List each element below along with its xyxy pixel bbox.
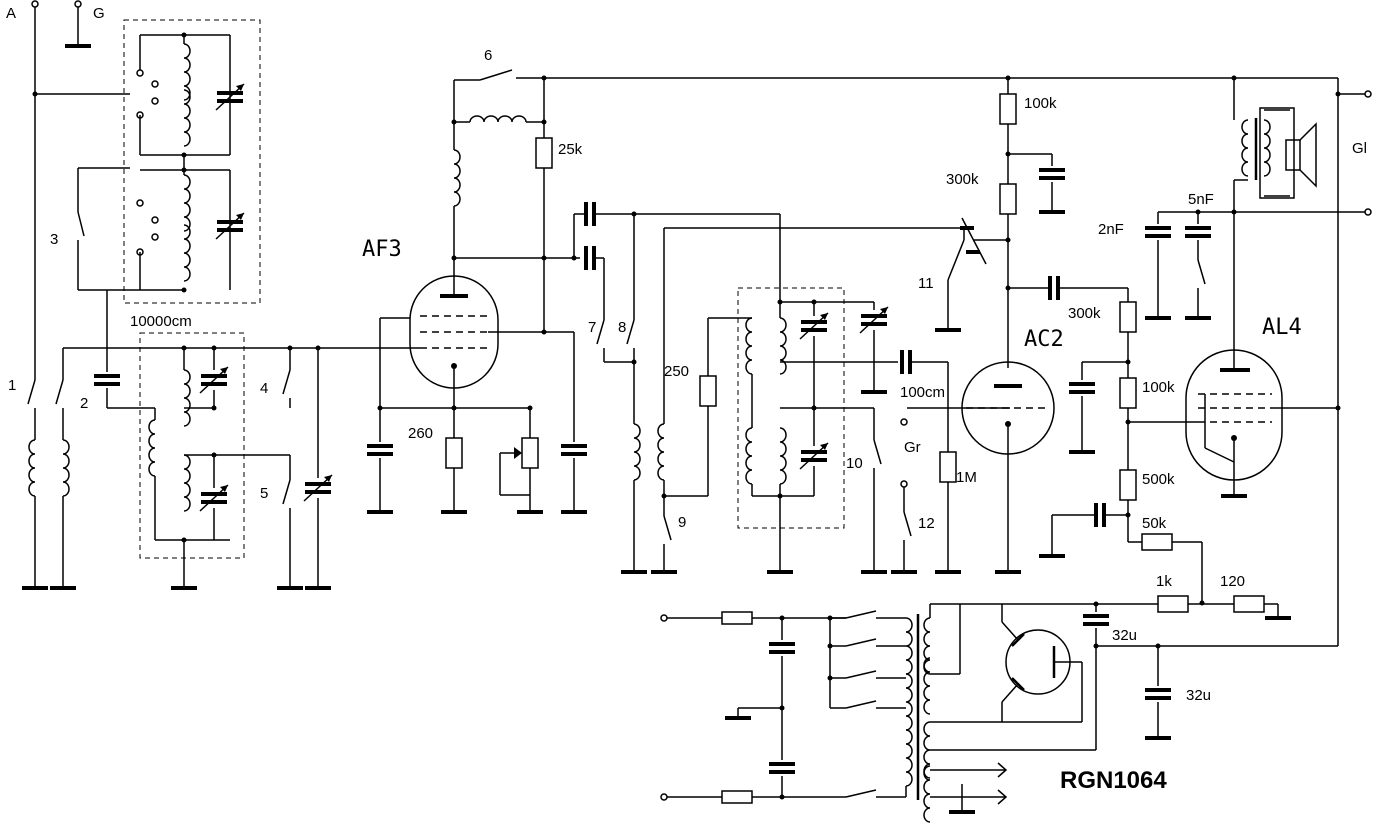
r-500k-label: 500k (1142, 471, 1175, 488)
ground-terminal-label: G (93, 5, 105, 22)
detector-section (596, 214, 1010, 574)
c-100cm-label: 100cm (900, 384, 945, 401)
al4-tube-label: AL4 (1262, 315, 1302, 340)
switch-3-label: 3 (50, 231, 58, 248)
r-25k-label: 25k (558, 141, 583, 158)
c-32u-a-label: 32u (1112, 627, 1137, 644)
switch-1-label: 1 (8, 377, 16, 394)
c-32u-b-label: 32u (1186, 687, 1211, 704)
switch-8-label: 8 (618, 319, 626, 336)
r-300k-top-label: 300k (946, 171, 979, 188)
gl-terminal-label: Gl (1352, 140, 1367, 157)
switch-11-label: 11 (918, 275, 934, 292)
c-2nf-label: 2nF (1098, 221, 1124, 238)
antenna-terminal-label: A (6, 5, 16, 22)
r-300k-mid-label: 300k (1068, 305, 1101, 322)
r-100k-mid-label: 100k (1142, 379, 1175, 396)
r-250-label: 250 (664, 363, 689, 380)
switch-6-label: 6 (484, 47, 492, 64)
ac2-tube-label: AC2 (1024, 327, 1064, 352)
switch-7-label: 7 (588, 319, 596, 336)
ac2-stage (961, 75, 1128, 574)
switch-12-label: 12 (918, 515, 935, 532)
labels: A G Gl Gr AF3 AC2 AL4 RGN1064 1 2 3 4 5 … (6, 5, 1367, 794)
switch-10-label: 10 (846, 455, 863, 472)
r-100k-top-label: 100k (1024, 95, 1057, 112)
r-1m-label: 1M (956, 469, 977, 486)
switch-2-label: 2 (80, 395, 88, 412)
switch-9-label: 9 (678, 514, 686, 531)
gr-terminal-label: Gr (904, 439, 921, 456)
r-120-label: 120 (1220, 573, 1245, 590)
af3-tube-label: AF3 (362, 237, 402, 262)
model-title: RGN1064 (1060, 767, 1167, 794)
switch-5-label: 5 (260, 485, 268, 502)
r-260-label: 260 (408, 425, 433, 442)
power-supply (660, 595, 1338, 823)
af3-stage (365, 69, 1338, 514)
r-50k-label: 50k (1142, 515, 1167, 532)
c-5nf-label: 5nF (1188, 191, 1214, 208)
switch-4-label: 4 (260, 380, 268, 397)
antenna-section (20, 0, 420, 590)
r-1k-label: 1k (1156, 573, 1172, 590)
c-10000cm-label: 10000cm (130, 313, 192, 330)
al4-stage (1037, 75, 1372, 646)
